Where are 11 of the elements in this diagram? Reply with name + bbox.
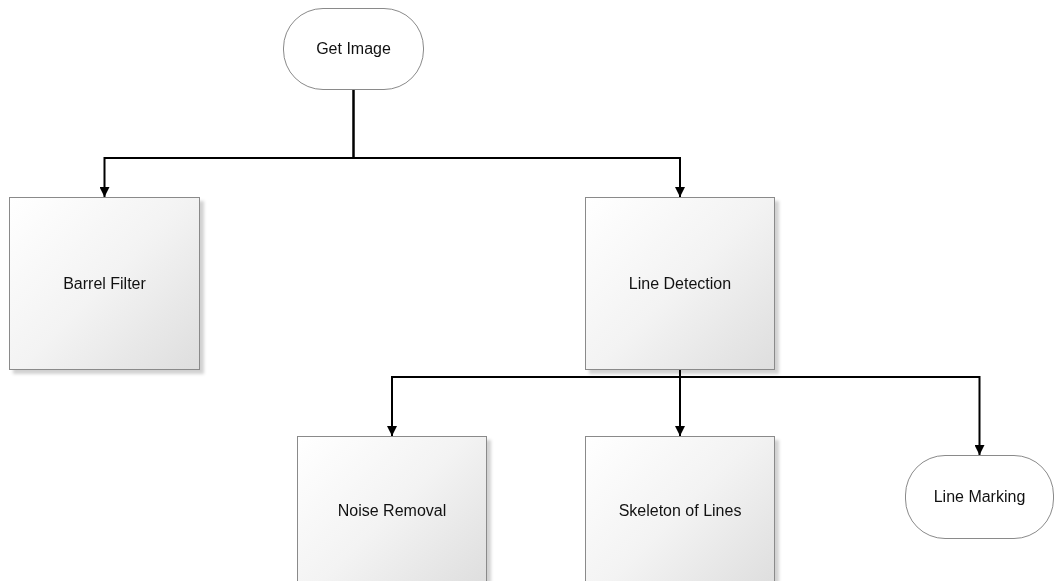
node-label: Line Detection [627,274,733,293]
process-box [9,197,200,370]
process-box [585,197,775,370]
process-box [297,436,487,581]
node-label: Line Marking [932,488,1027,506]
node-label: Skeleton of Lines [617,502,743,520]
node-label: Noise Removal [336,502,448,520]
arrow [352,89,685,198]
node-label: Barrel Filter [62,274,147,293]
process-box [585,436,775,581]
node-label: Get Image [315,40,392,58]
